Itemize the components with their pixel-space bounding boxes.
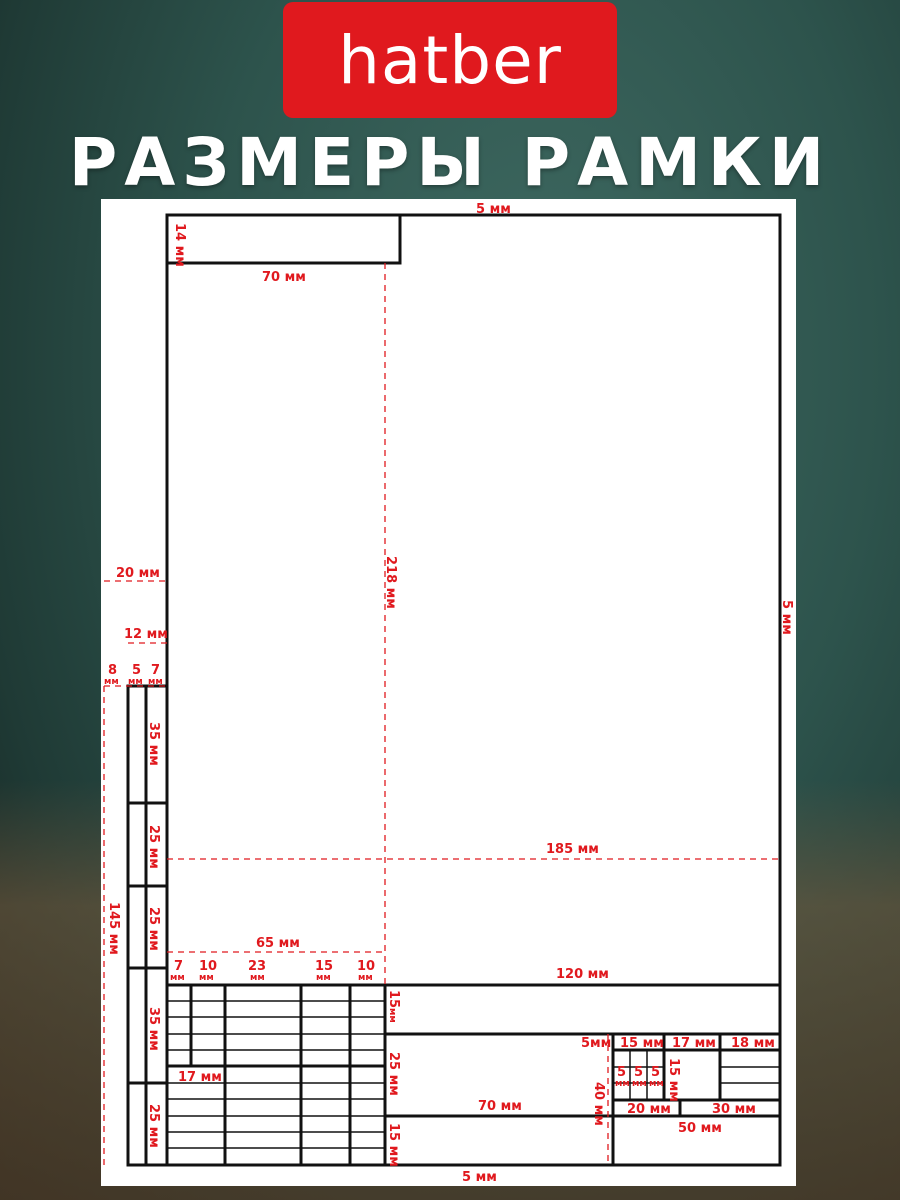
stamp-30-label: 30 мм — [712, 1102, 756, 1117]
stamp-row-25-label: 25 мм — [386, 1052, 401, 1096]
side-col-7-unit: мм — [148, 677, 163, 687]
side-35-top-label: 35 мм — [146, 722, 161, 766]
stamp-5-label: 5мм — [581, 1036, 611, 1051]
left-margin-label: 20 мм — [116, 566, 160, 581]
small-5-c-unit: мм — [649, 1079, 664, 1089]
side-25-bottom-label: 25 мм — [146, 1104, 161, 1148]
stamp-15-label: 15 мм — [620, 1036, 664, 1051]
stamp-15-vert-label: 15 мм — [666, 1058, 681, 1102]
side-35-bottom-label: 35 мм — [146, 1007, 161, 1051]
stamp-row-15-top-unit: мм — [387, 1008, 397, 1023]
col-10b-label: 10 — [357, 959, 375, 974]
left-table-width-label: 65 мм — [256, 936, 300, 951]
stamp-17-label: 17 мм — [672, 1036, 716, 1051]
col-15-unit: мм — [316, 973, 331, 983]
small-5-b-label: 5 — [634, 1065, 643, 1080]
stamp-18-label: 18 мм — [731, 1036, 775, 1051]
right-margin-label: 5 мм — [779, 600, 794, 635]
top-box-width-label: 70 мм — [262, 270, 306, 285]
sheet — [101, 199, 796, 1186]
col-7-label: 7 — [174, 959, 183, 974]
side-col-5-unit: мм — [128, 677, 143, 687]
small-5-a-unit: мм — [615, 1079, 630, 1089]
frame-width-label: 185 мм — [546, 842, 599, 857]
top-left-box — [165, 213, 402, 265]
col-10a-label: 10 — [199, 959, 217, 974]
col-10b-unit: мм — [358, 973, 373, 983]
page-title: РАЗМЕРЫ РАМКИ — [68, 124, 832, 201]
stamp-width-label: 120 мм — [556, 967, 609, 982]
stamp-40-label: 40 мм — [591, 1082, 606, 1126]
col-10a-unit: мм — [199, 973, 214, 983]
side-col-8-label: 8 — [108, 663, 117, 678]
col-17-label: 17 мм — [178, 1070, 222, 1085]
side-col-5-label: 5 — [132, 663, 141, 678]
frame-lines — [126, 213, 782, 1167]
brand-logo-text: hatber — [338, 21, 562, 99]
side-col-8-unit: мм — [104, 677, 119, 687]
dimension-guides — [103, 263, 780, 1165]
stamp-50-label: 50 мм — [678, 1121, 722, 1136]
stamp-70-label: 70 мм — [478, 1099, 522, 1114]
bottom-margin-label: 5 мм — [462, 1170, 497, 1185]
small-5-c-label: 5 — [651, 1065, 660, 1080]
stamp-20-label: 20 мм — [627, 1102, 671, 1117]
side-25-a-label: 25 мм — [146, 825, 161, 869]
frame-height-label: 218 мм — [383, 556, 398, 609]
side-col-7-label: 7 — [151, 663, 160, 678]
side-25-b-label: 25 мм — [146, 907, 161, 951]
stamp-row-15-bottom-label: 15 мм — [386, 1123, 401, 1167]
col-23-unit: мм — [250, 973, 265, 983]
small-5-b-unit: мм — [632, 1079, 647, 1089]
small-5-a-label: 5 — [617, 1065, 626, 1080]
top-margin-label: 5 мм — [476, 202, 511, 217]
brand-logo: hatber — [283, 2, 617, 118]
side-strip-width-label: 12 мм — [124, 627, 168, 642]
col-7-unit: мм — [170, 973, 185, 983]
thin-lines — [167, 1000, 780, 1149]
col-15-label: 15 — [315, 959, 333, 974]
side-total-label: 145 мм — [106, 902, 121, 955]
top-box-height-label: 14 мм — [172, 223, 187, 267]
col-23-label: 23 — [248, 959, 266, 974]
main-frame — [165, 213, 782, 1167]
stamp-row-15-top-label: 15 — [386, 990, 401, 1008]
